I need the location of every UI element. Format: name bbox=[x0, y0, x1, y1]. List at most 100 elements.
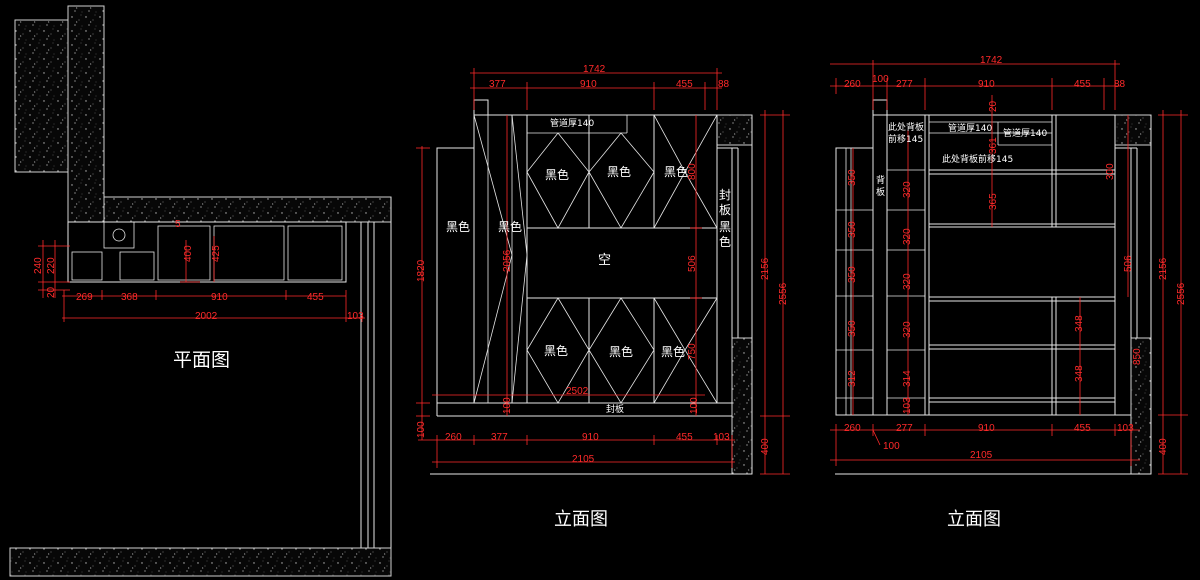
elevation-view-1: 1742 377 910 455 88 260 377 910 455 103 … bbox=[416, 64, 790, 530]
elev2-dim-mc-4: 320 bbox=[902, 321, 913, 338]
elev2-dim-mc-3: 320 bbox=[902, 273, 913, 290]
elev2-dim-top-455: 455 bbox=[1074, 79, 1091, 90]
elev1-dim-small-100b: 100 bbox=[689, 397, 700, 414]
elev2-note-pipe-2: 管道厚140 bbox=[1003, 127, 1047, 139]
plan-dim-5: 5 bbox=[175, 219, 181, 230]
plan-dim-455: 455 bbox=[307, 292, 324, 303]
elev1-label-black-mid: 黑色 bbox=[498, 220, 522, 234]
plan-dim-side: 103 bbox=[347, 311, 364, 322]
elev1-dim-left-1820: 1820 bbox=[416, 259, 427, 282]
plan-dim-20: 20 bbox=[46, 286, 57, 298]
elev1-dim-bottom-910: 910 bbox=[582, 432, 599, 443]
elev1-label-seal-v1: 封 bbox=[719, 188, 731, 202]
elev1-dim-bottom-total: 2105 bbox=[572, 454, 595, 465]
plan-dim-368: 368 bbox=[121, 292, 138, 303]
elev1-dimensions bbox=[416, 68, 790, 475]
elev2-dim-lc-4: 350 bbox=[847, 320, 858, 337]
elev2-dim-center-20: 20 bbox=[988, 100, 999, 112]
plan-wall-bottom bbox=[9, 547, 392, 577]
elev1-dim-506: 506 bbox=[687, 255, 698, 272]
elev1-label-black-l3: 黑色 bbox=[661, 345, 685, 359]
elev1-dim-mid-2056: 2056 bbox=[502, 249, 513, 272]
elev1-label-empty: 空 bbox=[598, 253, 611, 268]
elev1-dim-bottom-377: 377 bbox=[491, 432, 508, 443]
elev2-note-back-v1: 背 bbox=[876, 174, 885, 186]
elev1-dim-right-2556: 2556 bbox=[778, 282, 789, 305]
elev2-dim-top-total: 1742 bbox=[980, 55, 1003, 66]
elev2-dim-bottom-455: 455 bbox=[1074, 423, 1091, 434]
elev1-dim-top-455: 455 bbox=[676, 79, 693, 90]
elev1-label-black-left: 黑色 bbox=[446, 220, 470, 234]
plan-dim-910: 910 bbox=[211, 292, 228, 303]
plan-dim-400: 400 bbox=[183, 245, 194, 262]
elev2-dim-bottom-260: 260 bbox=[844, 423, 861, 434]
elev1-label-black-l1: 黑色 bbox=[544, 344, 568, 358]
elev2-dim-lc-1: 350 bbox=[847, 169, 858, 186]
elev2-dim-top-277: 277 bbox=[896, 79, 913, 90]
plan-wall-top-left bbox=[14, 19, 69, 173]
elev1-dim-top-377: 377 bbox=[489, 79, 506, 90]
elev2-dim-center-365: 365 bbox=[988, 193, 999, 210]
elev1-title: 立面图 bbox=[554, 509, 608, 530]
elev2-dim-lc-2: 350 bbox=[847, 221, 858, 238]
elev1-label-black-u2: 黑色 bbox=[607, 165, 631, 179]
elev2-dim-center-361: 361 bbox=[988, 137, 999, 154]
plan-view: 269 368 910 455 2002 103 240 220 20 5 40… bbox=[9, 5, 392, 577]
elev1-wall-right bbox=[716, 114, 753, 146]
elev1-dim-top-88: 88 bbox=[718, 79, 730, 90]
elev1-dim-750: 750 bbox=[687, 343, 698, 360]
plan-title: 平面图 bbox=[173, 349, 230, 371]
elev2-note-1-line2: 前移145 bbox=[888, 133, 923, 145]
elevation-view-2: 1742 260 100 277 910 455 88 260 277 910 … bbox=[830, 55, 1188, 530]
elev1-dim-left-100: 100 bbox=[416, 421, 427, 438]
plan-cabinet bbox=[67, 221, 347, 283]
elev2-dim-lc-3: 350 bbox=[847, 266, 858, 283]
elev2-note-back-v2: 板 bbox=[876, 186, 885, 198]
elev2-dim-mc-6: 103 bbox=[902, 397, 913, 414]
elev2-note-2: 此处背板前移145 bbox=[942, 153, 1013, 165]
elev2-dim-rc-506: 506 bbox=[1123, 255, 1134, 272]
elev1-dim-800: 800 bbox=[687, 163, 698, 180]
plan-wall-column bbox=[67, 5, 105, 223]
elev1-label-black-v2: 色 bbox=[719, 235, 731, 249]
elev2-note-1-line1: 此处背板 bbox=[888, 121, 924, 133]
elev2-dim-right-2156: 2156 bbox=[1158, 257, 1169, 280]
elev2-dim-bottom-total: 2105 bbox=[970, 450, 993, 461]
elev1-label-pipe: 管道厚140 bbox=[550, 117, 594, 129]
elev2-dim-top-88: 88 bbox=[1114, 79, 1126, 90]
elev2-dim-bottom-extra: 100 bbox=[883, 441, 900, 452]
elev2-dim-mc-1: 320 bbox=[902, 181, 913, 198]
elev2-dim-rc-348b: 348 bbox=[1074, 365, 1085, 382]
elev2-dim-top-910: 910 bbox=[978, 79, 995, 90]
plan-dim-240: 240 bbox=[33, 257, 44, 274]
elev1-dim-bottom-103: 103 bbox=[713, 432, 730, 443]
elev1-label-seal-board: 封板 bbox=[606, 403, 624, 415]
elev1-wall-right-lower bbox=[731, 337, 753, 475]
elev2-dim-rc-300: 300 bbox=[1105, 163, 1116, 180]
elev2-wall-right bbox=[1114, 114, 1152, 146]
plan-dimensions bbox=[38, 236, 365, 322]
elev1-dim-inner-total: 2502 bbox=[566, 386, 589, 397]
elev1-dim-right-400: 400 bbox=[760, 438, 771, 455]
plan-dim-220: 220 bbox=[46, 257, 57, 274]
plan-dim-269: 269 bbox=[76, 292, 93, 303]
elev2-dim-right-400: 400 bbox=[1158, 438, 1169, 455]
plan-dim-total: 2002 bbox=[195, 311, 218, 322]
elev2-dim-lc-5: 312 bbox=[847, 370, 858, 387]
elev2-dim-mc-2: 320 bbox=[902, 228, 913, 245]
elev2-dim-top-260: 260 bbox=[844, 79, 861, 90]
elev1-dim-bottom-455: 455 bbox=[676, 432, 693, 443]
elev2-dimensions bbox=[830, 60, 1188, 475]
elev1-label-black-u3: 黑色 bbox=[664, 165, 688, 179]
elev2-dim-mc-5: 314 bbox=[902, 370, 913, 387]
elev2-dim-bottom-103: 103 bbox=[1117, 423, 1134, 434]
plan-dim-425: 425 bbox=[211, 245, 222, 262]
elev2-dim-right-2556: 2556 bbox=[1176, 282, 1187, 305]
elev1-dim-top-total: 1742 bbox=[583, 64, 606, 75]
elev1-label-black-u1: 黑色 bbox=[545, 168, 569, 182]
plan-wall-top bbox=[103, 196, 392, 223]
elev2-dim-rc-850: 850 bbox=[1132, 348, 1143, 365]
elev1-dim-small-100a: 100 bbox=[502, 397, 513, 414]
elev1-label-seal-v2: 板 bbox=[719, 203, 731, 217]
